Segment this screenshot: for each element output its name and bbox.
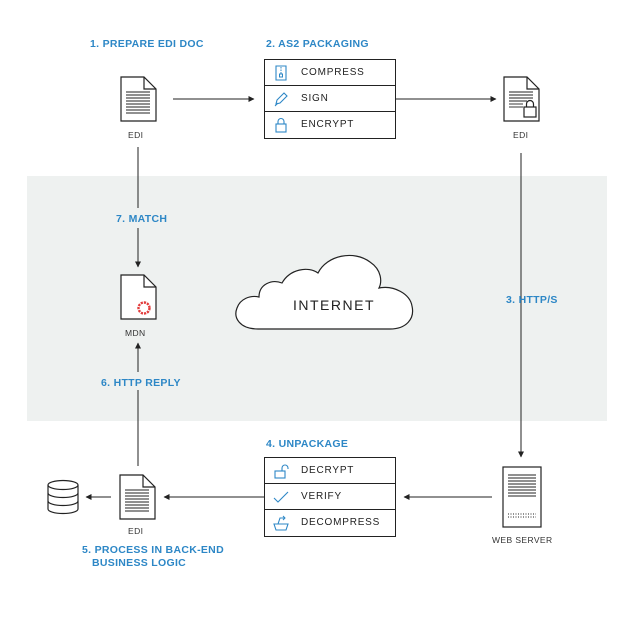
edi-caption-top-right: EDI	[513, 130, 529, 140]
packaging-compress-label: COMPRESS	[301, 67, 365, 78]
packaging-row-compress: COMPRESS	[265, 60, 395, 86]
packaging-row-sign: SIGN	[265, 86, 395, 112]
web-server-icon	[502, 466, 542, 528]
step-5-label-line2: BUSINESS LOGIC	[92, 557, 187, 569]
edi-caption-top-left: EDI	[128, 130, 144, 140]
unbox-icon	[273, 515, 289, 531]
unpackage-row-decompress: DECOMPRESS	[265, 510, 395, 536]
unlock-icon	[274, 464, 289, 479]
step-4-label: 4. UNPACKAGE	[266, 438, 349, 450]
edi-document-bottom-icon	[119, 474, 156, 520]
database-icon	[47, 479, 79, 515]
checkmark-icon	[273, 491, 289, 503]
mdn-caption: MDN	[125, 328, 146, 338]
web-server-caption: WEB SERVER	[492, 535, 553, 545]
unpackage-decrypt-label: DECRYPT	[301, 465, 355, 476]
internet-cloud-icon	[235, 254, 414, 330]
mdn-document-icon	[120, 274, 157, 320]
lock-icon	[275, 118, 287, 133]
pen-icon	[274, 92, 288, 107]
step-1-label: 1. PREPARE EDI DOC	[90, 38, 204, 50]
step-3-label: 3. HTTP/S	[506, 294, 558, 306]
edi-locked-document-icon	[503, 76, 540, 122]
unpackage-box: DECRYPT VERIFY DECOMPRESS	[264, 457, 396, 537]
unpackage-row-verify: VERIFY	[265, 484, 395, 510]
step-7-label: 7. MATCH	[116, 213, 168, 225]
unpackage-row-decrypt: DECRYPT	[265, 458, 395, 484]
unpackage-decompress-label: DECOMPRESS	[301, 517, 381, 528]
unpackage-verify-label: VERIFY	[301, 491, 342, 502]
edi-caption-bottom: EDI	[128, 526, 144, 536]
step-2-label: 2. AS2 PACKAGING	[266, 38, 369, 50]
step-6-label: 6. HTTP REPLY	[101, 377, 181, 389]
edi-document-icon	[120, 76, 157, 122]
internet-label: INTERNET	[293, 297, 375, 313]
as2-packaging-box: COMPRESS SIGN ENCRYPT	[264, 59, 396, 139]
zip-file-icon	[275, 65, 287, 81]
packaging-encrypt-label: ENCRYPT	[301, 119, 355, 130]
packaging-sign-label: SIGN	[301, 93, 329, 104]
packaging-row-encrypt: ENCRYPT	[265, 112, 395, 138]
step-5-label: 5. PROCESS IN BACK-END	[82, 544, 224, 556]
